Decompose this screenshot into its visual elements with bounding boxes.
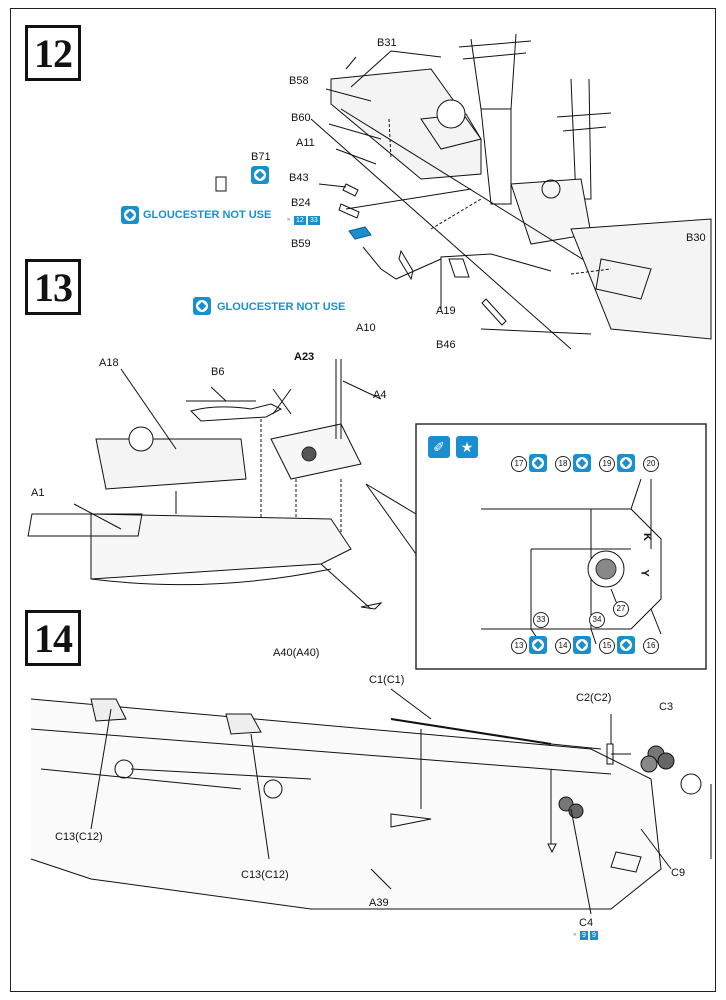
step14-drawing (30, 688, 712, 915)
part-label-a11: A11 (296, 137, 315, 149)
notice-icon-1 (121, 206, 139, 224)
part-label-a1: A1 (31, 487, 45, 499)
paint-number-13: 13 (511, 638, 527, 654)
part-label-a23: A23 (294, 351, 315, 363)
instruction-page: 12 13 14 B31 B58 B60 A11 B71 B43 B24 GLO… (10, 8, 716, 992)
step12-drawing (215, 33, 712, 350)
cement-icon-15 (617, 636, 635, 654)
part-label-a18: A18 (99, 357, 119, 369)
part-label-b6: B6 (211, 366, 225, 378)
part-label-b58: B58 (289, 75, 309, 87)
part-label-a40: A40(A40) (273, 647, 320, 659)
part-label-c13-left: C13(C12) (55, 831, 103, 843)
gloucester-not-use-notice-2: GLOUCESTER NOT USE (217, 301, 346, 313)
part-label-c13-right: C13(C12) (241, 869, 289, 881)
step-number-14: 14 (25, 610, 81, 666)
ref-badge-12-n2: 33 (308, 216, 320, 225)
part-label-c9: C9 (671, 867, 686, 879)
part-label-a10: A10 (356, 322, 376, 334)
part-label-c4: C4 (579, 917, 594, 929)
paint-number-16: 16 (643, 638, 659, 654)
ref-badge-14-n1: 9 (580, 931, 588, 940)
part-label-c1: C1(C1) (369, 674, 405, 686)
cement-icon-18 (573, 454, 591, 472)
notice-icon-2 (193, 297, 211, 315)
paint-number-14: 14 (555, 638, 571, 654)
cement-icon-13 (529, 636, 547, 654)
part-label-b46: B46 (436, 339, 456, 351)
part-number-34: 34 (589, 612, 605, 628)
step-number-12: 12 (25, 25, 81, 81)
paint-number-18: 18 (555, 456, 571, 472)
cement-icon-b71 (251, 166, 269, 184)
step-number-13: 13 (25, 259, 81, 315)
part-label-b59: B59 (291, 238, 311, 250)
marking-letter-k: K (640, 533, 653, 541)
part-label-b31: B31 (377, 37, 397, 49)
ref-badge-12-n1: 12 (294, 216, 306, 225)
part-label-a19: A19 (436, 305, 456, 317)
part-label-b60: B60 (291, 112, 311, 124)
paint-brush-icon: ✐ (428, 436, 450, 458)
part-label-b71: B71 (251, 151, 271, 163)
part-label-a39: A39 (369, 897, 389, 909)
cement-icon-17 (529, 454, 547, 472)
paint-number-19: 19 (599, 456, 615, 472)
part-label-b30: B30 (686, 232, 706, 244)
diagram-artwork (27, 33, 712, 915)
part-label-b43: B43 (289, 172, 309, 184)
ref-badge-14-n2: 9 (590, 931, 598, 940)
part-label-a4: A4 (373, 389, 387, 401)
paint-number-17: 17 (511, 456, 527, 472)
paint-number-20: 20 (643, 456, 659, 472)
marking-letter-y: Y (638, 569, 651, 577)
cement-icon-14 (573, 636, 591, 654)
ref-badge-14-prefix: » (573, 932, 577, 938)
cement-icon-19 (617, 454, 635, 472)
paint-number-15: 15 (599, 638, 615, 654)
ref-badge-12-prefix: » (287, 217, 291, 223)
star-icon: ★ (456, 436, 478, 458)
gloucester-not-use-notice-1: GLOUCESTER NOT USE (143, 209, 272, 221)
part-label-b24: B24 (291, 197, 311, 209)
part-number-27: 27 (613, 601, 629, 617)
part-label-c2: C2(C2) (576, 692, 612, 704)
part-number-33: 33 (533, 612, 549, 628)
part-label-c3: C3 (659, 701, 674, 713)
